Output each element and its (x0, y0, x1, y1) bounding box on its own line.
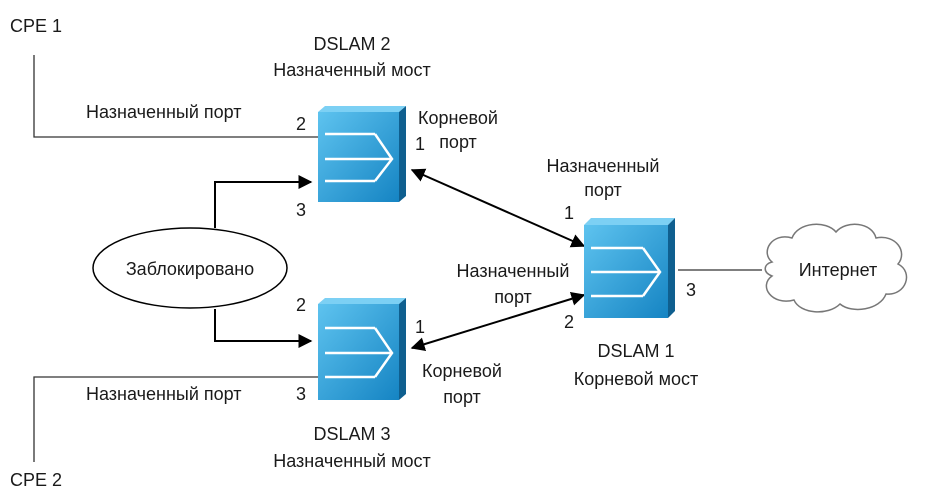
link-d3-d1 (410, 292, 586, 351)
blocked-arrow-d2 (214, 175, 313, 228)
port-number: 2 (564, 312, 574, 332)
cpe2-label: CPE 2 (10, 470, 62, 490)
dslam2-switch-icon (318, 106, 406, 202)
desig-port-label-d1-mid: Назначенный (457, 261, 570, 281)
port-number: 3 (296, 200, 306, 220)
desig-port-label-d1-mid-2: порт (494, 287, 532, 307)
dslam2-role: Назначенный мост (273, 60, 431, 80)
port-number: 2 (296, 295, 306, 315)
root-port-label-d2: Корневой (418, 108, 498, 128)
port-number: 1 (415, 317, 425, 337)
root-port-label-d2-2: порт (439, 132, 477, 152)
blocked-label: Заблокировано (126, 259, 254, 279)
dslam3-name: DSLAM 3 (313, 424, 390, 444)
internet-label: Интернет (799, 260, 878, 280)
desig-port-label-d2: Назначенный порт (86, 102, 242, 122)
port-number: 1 (415, 134, 425, 154)
dslam1-switch-icon (584, 218, 675, 318)
link-d2-d1 (410, 168, 586, 248)
blocked-ellipse (92, 227, 288, 309)
desig-port-label-d1-top: Назначенный (547, 156, 660, 176)
desig-port-label-d3: Назначенный порт (86, 384, 242, 404)
dslam2-name: DSLAM 2 (313, 34, 390, 54)
cpe1-label: CPE 1 (10, 16, 62, 36)
internet-cloud (764, 223, 908, 313)
dslam1-role: Корневой мост (574, 369, 699, 389)
desig-port-label-d1-top-2: порт (584, 180, 622, 200)
dslam1-name: DSLAM 1 (597, 341, 674, 361)
port-number: 1 (564, 203, 574, 223)
root-port-label-d3: Корневой (422, 361, 502, 381)
port-number: 3 (686, 280, 696, 300)
dslam3-switch-icon (318, 298, 406, 400)
cpe1-link (33, 55, 318, 138)
root-port-label-d3-2: порт (443, 387, 481, 407)
cpe2-link (33, 376, 318, 462)
port-number: 2 (296, 114, 306, 134)
blocked-arrow-d3 (214, 309, 313, 348)
dslam3-role: Назначенный мост (273, 451, 431, 471)
port-number: 3 (296, 384, 306, 404)
